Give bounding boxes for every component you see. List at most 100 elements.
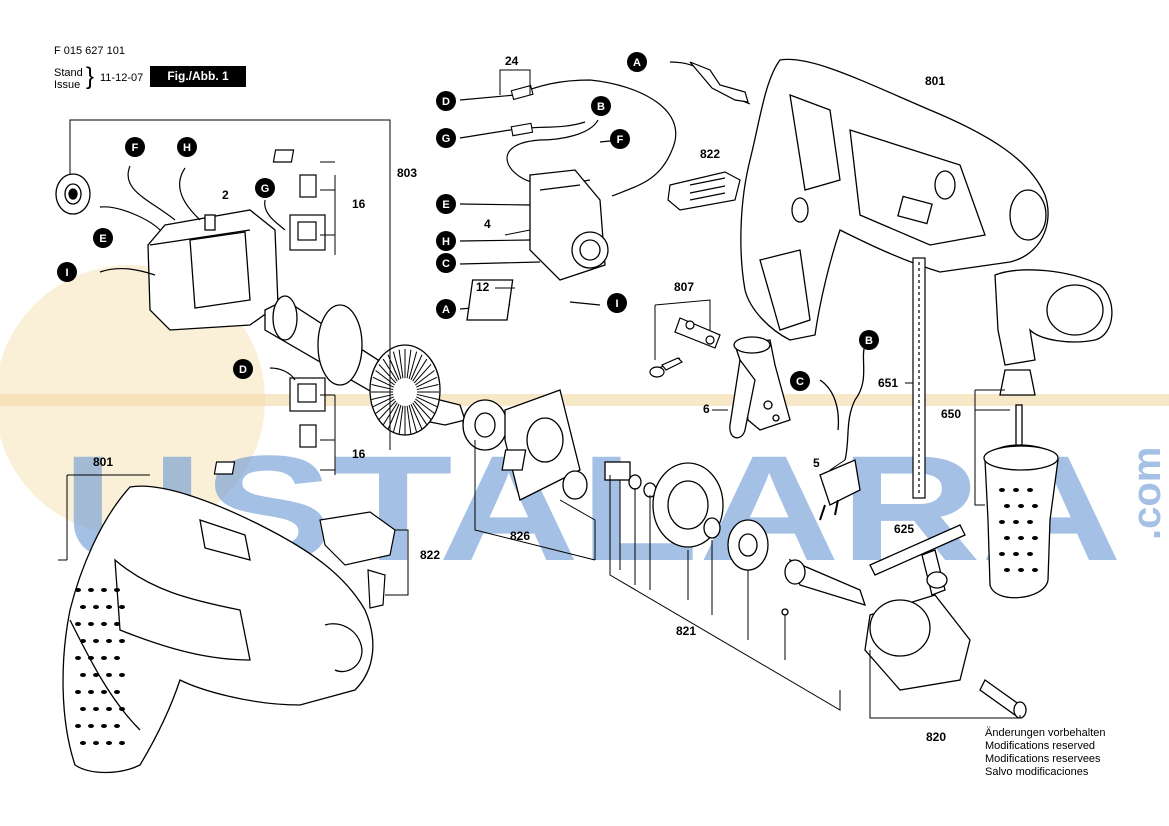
fan-blade — [375, 370, 395, 386]
wire-marker-E: E — [93, 228, 113, 248]
cover-822-top — [667, 171, 741, 211]
wire-marker-H: H — [436, 231, 456, 251]
fan-blade — [416, 384, 439, 391]
grip-dot — [88, 622, 94, 626]
wire-marker-B: B — [859, 330, 879, 350]
label-16-bottom: 16 — [352, 447, 366, 461]
switch-4 — [466, 169, 609, 321]
watermark-suffix: .com — [1125, 447, 1169, 540]
grip-dot — [88, 656, 94, 660]
grip-dot — [1018, 536, 1024, 540]
svg-text:F: F — [617, 134, 624, 146]
grip-dot — [80, 673, 86, 677]
label-24: 24 — [505, 54, 519, 68]
fan-blade — [408, 405, 418, 433]
svg-text:H: H — [183, 142, 191, 154]
chuck-820 — [864, 594, 1027, 719]
grip-dot — [88, 724, 94, 728]
fan-blade — [413, 364, 432, 384]
fan-blade — [415, 370, 435, 386]
grip-dot — [1004, 504, 1010, 508]
label-801-left: 801 — [93, 455, 113, 469]
grip-dot — [88, 690, 94, 694]
depth-rod-651 — [912, 257, 926, 499]
wire-marker-D: D — [233, 359, 253, 379]
grip-dot — [93, 741, 99, 745]
grip-dot — [1032, 504, 1038, 508]
wire-marker-F: F — [125, 137, 145, 157]
armature — [264, 295, 466, 436]
label-650: 650 — [941, 407, 961, 421]
grip-dot — [119, 673, 125, 677]
wire-marker-G: G — [436, 128, 456, 148]
fan-blade — [398, 405, 404, 435]
label-820: 820 — [926, 730, 946, 744]
grip-dot — [101, 690, 107, 694]
modification-notes: Änderungen vorbehalten Modifications res… — [985, 727, 1105, 779]
fan-blade — [375, 398, 395, 414]
label-807: 807 — [674, 280, 694, 294]
grip-dot — [999, 488, 1005, 492]
fan-blade — [378, 364, 397, 384]
grip-dot — [1018, 568, 1024, 572]
cord-5 — [819, 344, 866, 521]
grip-dots — [999, 488, 1038, 572]
wire-marker-B: B — [591, 96, 611, 116]
grip-dot — [1027, 552, 1033, 556]
fan-blade — [413, 400, 432, 420]
wire-marker-I: I — [57, 262, 77, 282]
grip-dot — [1013, 488, 1019, 492]
terminal-lugs-24 — [510, 84, 534, 137]
housing-left-801 — [62, 485, 374, 774]
clip-A — [689, 61, 749, 103]
fan-blade — [412, 402, 428, 426]
svg-text:E: E — [99, 233, 106, 245]
bearing-left — [55, 173, 91, 215]
label-826: 826 — [510, 529, 530, 543]
svg-text:A: A — [633, 57, 641, 69]
grip-dot — [1004, 536, 1010, 540]
fan-blade — [412, 358, 428, 382]
doc-number: F 015 627 101 — [54, 45, 125, 57]
grip-dot — [1032, 568, 1038, 572]
grip-dot — [1004, 568, 1010, 572]
label-2: 2 — [222, 188, 229, 202]
label-651: 651 — [878, 376, 898, 390]
fan-blade — [392, 405, 402, 433]
grip-dot — [119, 707, 125, 711]
grip-dot — [1027, 520, 1033, 524]
brush-holders-16 — [213, 149, 326, 475]
grip-dot — [119, 605, 125, 609]
svg-text:B: B — [597, 101, 605, 113]
grip-dot — [80, 741, 86, 745]
fan-blade — [415, 398, 435, 414]
grip-dot — [75, 690, 81, 694]
label-821: 821 — [676, 624, 696, 638]
grip-dot — [93, 707, 99, 711]
svg-text:F: F — [132, 142, 139, 154]
grip-dot — [106, 605, 112, 609]
grip-dot — [80, 707, 86, 711]
note-en: Modifications reserved — [985, 740, 1096, 752]
grip-dot — [93, 605, 99, 609]
fan-blade — [416, 376, 438, 388]
part-number-labels: 801 803 2 16 16 24 4 12 822 807 6 5 651 … — [93, 54, 961, 744]
stand-label: Stand — [54, 67, 83, 79]
label-625: 625 — [894, 522, 914, 536]
fan-blade — [398, 349, 404, 379]
housing-right-801 — [740, 58, 1049, 341]
grip-dot — [119, 639, 125, 643]
fan-blade — [392, 351, 402, 379]
svg-text:H: H — [442, 236, 450, 248]
label-16-top: 16 — [352, 197, 366, 211]
grip-dot — [1013, 552, 1019, 556]
fan-blade — [406, 349, 412, 379]
grip-dot — [101, 656, 107, 660]
fan-blade — [406, 405, 412, 435]
label-803: 803 — [397, 166, 417, 180]
label-4: 4 — [484, 217, 491, 231]
label-822-top: 822 — [700, 147, 720, 161]
wire-marker-D: D — [436, 91, 456, 111]
grip-dot — [1013, 520, 1019, 524]
